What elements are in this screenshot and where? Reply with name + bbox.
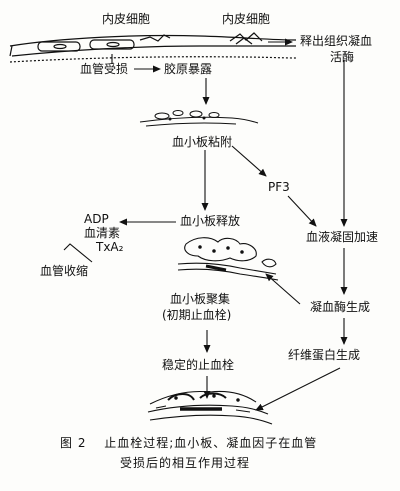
label-vessel-injury: 血管受损 bbox=[80, 62, 129, 76]
label-endothelial-cell-1: 内皮细胞 bbox=[102, 12, 151, 26]
label-thrombin-generation: 凝血酶生成 bbox=[310, 300, 371, 314]
vessel-wall-drawing bbox=[9, 32, 297, 63]
label-platelet-aggregation: 血小板聚集 bbox=[170, 292, 231, 306]
label-fibrin-generation: 纤维蛋白生成 bbox=[288, 348, 361, 362]
label-platelet-release: 血小板释放 bbox=[180, 214, 241, 228]
label-release-tissue-coagulase-2: 活酶 bbox=[330, 50, 355, 64]
label-vasoconstriction: 血管收缩 bbox=[40, 264, 89, 278]
label-release-tissue-coagulase-1: 释出组织凝血 bbox=[300, 34, 373, 48]
flow-arrows bbox=[63, 38, 348, 411]
label-initial-plug: (初期止血栓) bbox=[162, 308, 232, 322]
label-serotonin: 血清素 bbox=[84, 226, 121, 240]
label-endothelial-cell-2: 内皮细胞 bbox=[222, 12, 271, 26]
label-coagulation-accel: 血液凝固加速 bbox=[306, 230, 379, 244]
platelet-aggregate-drawing bbox=[177, 237, 279, 281]
stable-plug-drawing bbox=[147, 390, 273, 425]
label-platelet-adhesion: 血小板粘附 bbox=[172, 135, 233, 149]
label-txa2: TxA₂ bbox=[96, 240, 124, 254]
label-collagen-exposure: 胶原暴露 bbox=[164, 62, 213, 76]
label-pf3: PF3 bbox=[268, 180, 290, 194]
caption-line-1: 图 2 止血栓过程;血小板、凝血因子在血管 bbox=[60, 436, 318, 450]
platelet-adhesion-drawing bbox=[139, 110, 259, 127]
label-adp: ADP bbox=[84, 212, 109, 226]
caption-line-2: 受损后的相互作用过程 bbox=[120, 456, 251, 470]
label-stable-plug: 稳定的止血栓 bbox=[162, 358, 235, 372]
